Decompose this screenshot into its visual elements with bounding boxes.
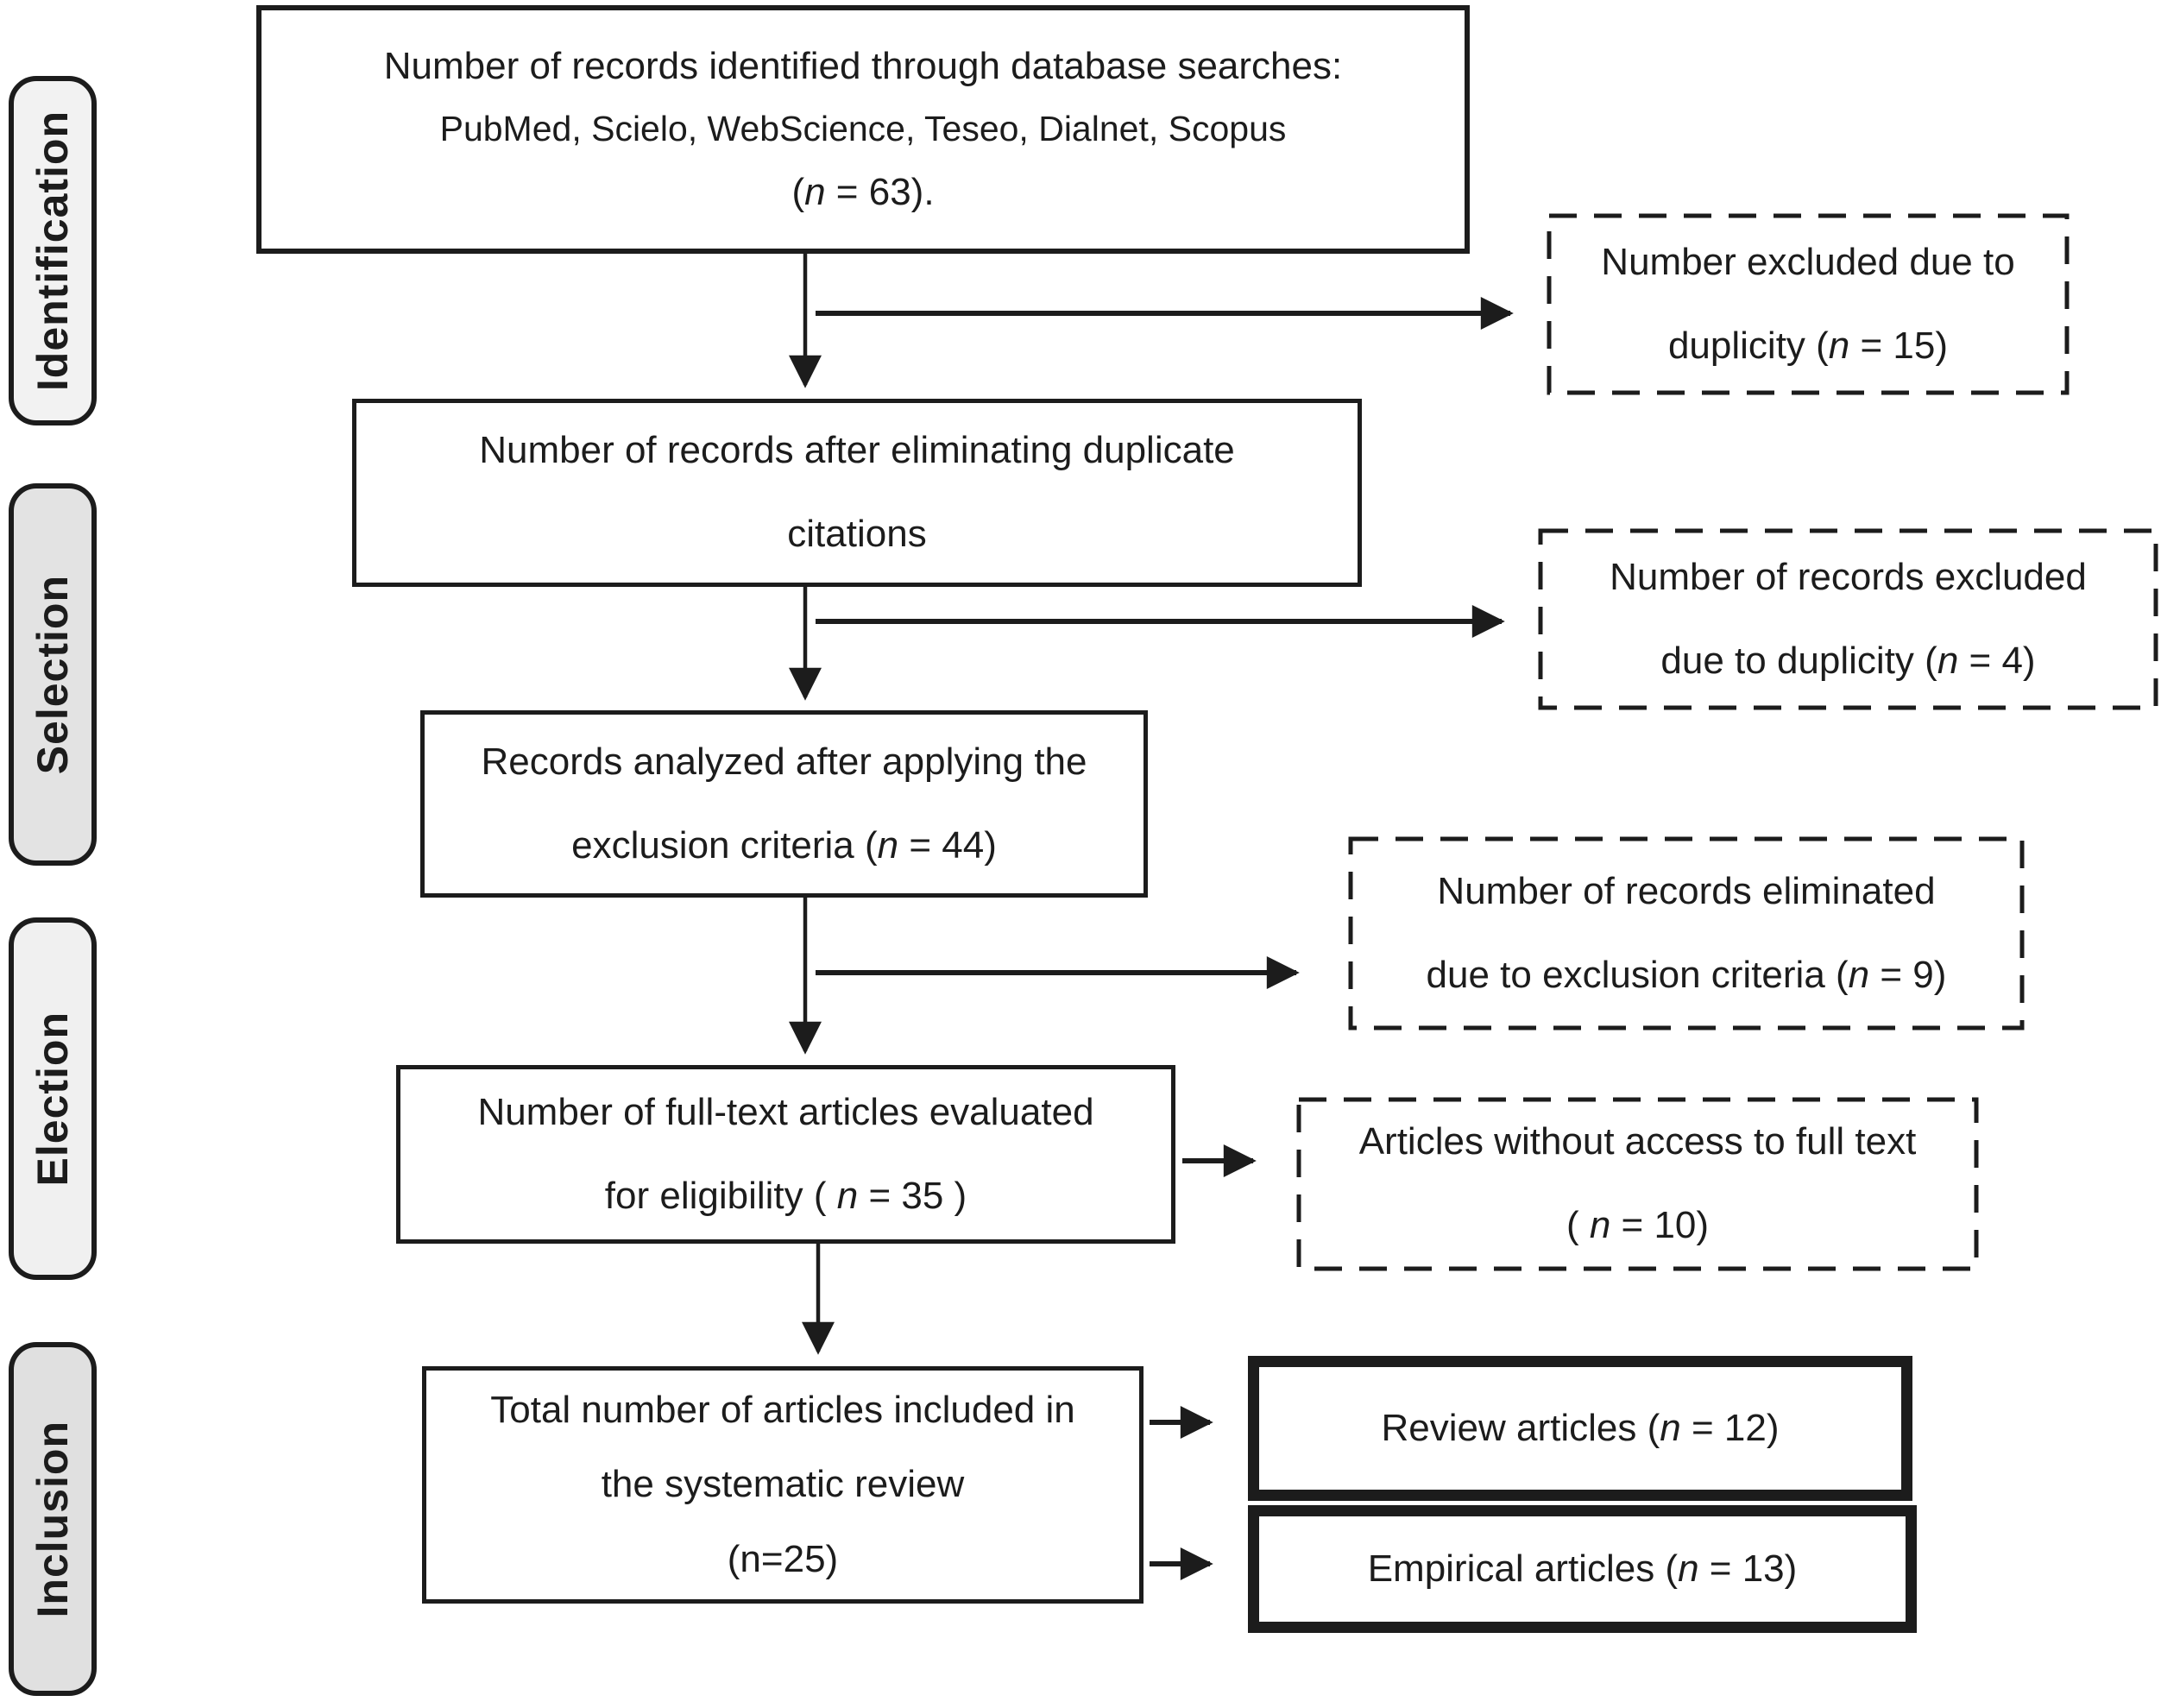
- excluded-duplicity-15-count: duplicity (n = 15): [1668, 325, 1948, 369]
- excluded-duplicity-4-count: due to duplicity (n = 4): [1660, 640, 2035, 684]
- excluded-duplicity-15-border: [1547, 213, 2070, 395]
- count-open: (: [1566, 1204, 1590, 1246]
- eliminated-exclusion-count: due to exclusion criteria (n = 9): [1427, 954, 1947, 998]
- records-analyzed-count: exclusion criteria (n = 44): [571, 824, 997, 868]
- excluded-duplicity-4-border: [1538, 528, 2158, 710]
- count-rest: = 35 ): [858, 1174, 967, 1217]
- stage-inclusion: Inclusion: [9, 1342, 97, 1696]
- total-included-line2: the systematic review: [601, 1463, 965, 1506]
- no-fulltext-access-box: Articles without access to full text ( n…: [1299, 1100, 1976, 1269]
- records-after-duplicates-line2: citations: [787, 513, 927, 555]
- fulltext-evaluated-box: Number of full-text articles evaluated f…: [396, 1065, 1175, 1244]
- total-included-line1: Total number of articles included in: [490, 1388, 1075, 1431]
- stage-inclusion-label: Inclusion: [28, 1420, 77, 1618]
- n-symbol: n: [836, 1174, 859, 1217]
- records-analyzed-box: Records analyzed after applying the excl…: [420, 710, 1148, 898]
- review-articles-label: Review articles (n = 12): [1382, 1407, 1780, 1451]
- count-open: due to duplicity (: [1660, 639, 1937, 682]
- excluded-duplicity-15-line1: Number excluded due to: [1601, 240, 2015, 283]
- count-rest: = 15): [1849, 324, 1949, 367]
- stage-selection-label: Selection: [28, 574, 77, 775]
- empirical-articles-box: Empirical articles (n = 13): [1248, 1505, 1917, 1633]
- no-fulltext-access-border: [1296, 1097, 1979, 1271]
- excluded-duplicity-15-box: Number excluded due to duplicity (n = 15…: [1549, 216, 2067, 393]
- label-pre: Empirical articles (: [1367, 1547, 1679, 1590]
- count-rest: = 44): [898, 823, 997, 867]
- count-open: duplicity (: [1667, 324, 1829, 367]
- n-symbol: n: [877, 823, 899, 867]
- stage-election-label: Election: [28, 1011, 77, 1187]
- stage-selection: Selection: [9, 483, 97, 866]
- no-fulltext-access-line1: Articles without access to full text: [1358, 1120, 1917, 1163]
- records-after-duplicates-box: Number of records after eliminating dupl…: [352, 399, 1362, 587]
- no-fulltext-access-count: ( n = 10): [1566, 1204, 1709, 1248]
- records-after-duplicates-line1: Number of records after eliminating dupl…: [479, 429, 1235, 472]
- n-symbol: n: [804, 170, 826, 213]
- empirical-articles-label: Empirical articles (n = 13): [1368, 1547, 1798, 1591]
- records-identified-line1: Number of records identified through dat…: [383, 44, 1343, 87]
- count-rest: = 63).: [825, 170, 935, 213]
- n-symbol: n: [1828, 324, 1850, 367]
- review-articles-box: Review articles (n = 12): [1248, 1356, 1912, 1501]
- records-identified-box: Number of records identified through dat…: [256, 5, 1470, 254]
- stage-identification-label: Identification: [28, 110, 77, 392]
- records-analyzed-line1: Records analyzed after applying the: [481, 740, 1087, 783]
- count-rest: = 10): [1610, 1204, 1710, 1246]
- stage-identification: Identification: [9, 76, 97, 425]
- label-post: = 13): [1698, 1547, 1798, 1590]
- stage-election: Election: [9, 917, 97, 1280]
- count-open: exclusion criteria (: [571, 823, 878, 867]
- records-identified-count: (n = 63).: [791, 171, 934, 215]
- eliminated-exclusion-box: Number of records eliminated due to excl…: [1351, 839, 2022, 1028]
- n-symbol: n: [1937, 639, 1959, 682]
- n-symbol: n: [1848, 953, 1870, 996]
- eliminated-exclusion-border: [1348, 836, 2025, 1030]
- excluded-duplicity-4-line1: Number of records excluded: [1610, 555, 2087, 598]
- n-symbol: n: [1678, 1547, 1699, 1590]
- count-open: for eligibility (: [604, 1174, 837, 1217]
- eliminated-exclusion-line1: Number of records eliminated: [1437, 869, 1936, 912]
- label-post: = 12): [1680, 1406, 1780, 1449]
- fulltext-evaluated-line1: Number of full-text articles evaluated: [477, 1090, 1094, 1133]
- count-rest: = 4): [1958, 639, 2036, 682]
- label-pre: Review articles (: [1381, 1406, 1660, 1449]
- count-open: (: [791, 170, 805, 213]
- count-rest: = 9): [1869, 953, 1947, 996]
- fulltext-evaluated-count: for eligibility ( n = 35 ): [605, 1175, 967, 1219]
- records-identified-line2: PubMed, Scielo, WebScience, Teseo, Dialn…: [439, 109, 1287, 149]
- n-symbol: n: [1660, 1406, 1681, 1449]
- excluded-duplicity-4-box: Number of records excluded due to duplic…: [1540, 531, 2156, 708]
- count-open: due to exclusion criteria (: [1426, 953, 1849, 996]
- total-included-count: (n=25): [727, 1537, 839, 1580]
- n-symbol: n: [1589, 1204, 1611, 1246]
- total-included-box: Total number of articles included in the…: [422, 1366, 1144, 1604]
